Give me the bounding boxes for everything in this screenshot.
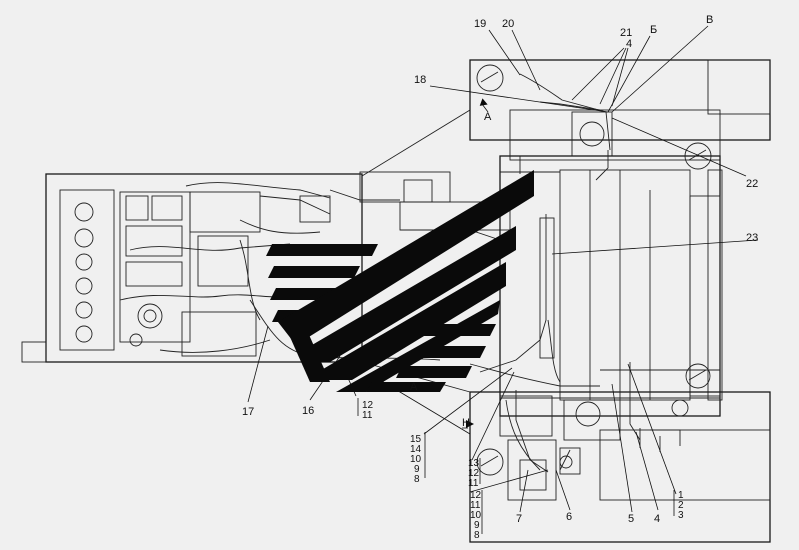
- label-19: 19: [474, 18, 486, 30]
- label-6: 6: [566, 511, 572, 523]
- label-2: 2: [678, 500, 684, 511]
- label-4-top: 4: [626, 38, 632, 50]
- label-7: 7: [516, 513, 522, 525]
- label-22: 22: [746, 178, 758, 190]
- label-18: 18: [414, 74, 426, 86]
- label-11-c: 11: [470, 500, 481, 511]
- label-12-b: 12: [468, 468, 480, 479]
- callouts-top: 19 20 21 4 Б В 18 А 22 23: [414, 14, 758, 244]
- label-10-b: 10: [470, 510, 482, 521]
- label-a-top: А: [484, 111, 492, 123]
- label-21: 21: [620, 27, 632, 39]
- label-13: 13: [468, 458, 480, 469]
- label-11-b: 11: [468, 478, 479, 489]
- label-b: Б: [650, 24, 657, 36]
- label-12-c: 12: [470, 490, 482, 501]
- label-12-a: 12: [362, 400, 374, 411]
- label-v: В: [706, 14, 713, 26]
- label-11-a: 11: [362, 410, 373, 421]
- label-8-b: 8: [474, 530, 480, 541]
- label-17: 17: [242, 406, 254, 418]
- label-n: Н: [462, 417, 470, 429]
- label-5: 5: [628, 513, 634, 525]
- label-16: 16: [302, 405, 314, 417]
- cab-and-body: [469, 59, 771, 543]
- watermark-logo: [266, 170, 534, 392]
- label-10-a: 10: [410, 454, 422, 465]
- label-20: 20: [502, 18, 514, 30]
- label-4-bottom: 4: [654, 513, 660, 525]
- label-a-bottom: А: [410, 381, 418, 393]
- label-1: 1: [678, 490, 684, 501]
- callouts-bottom: 17 16 12 11 15 14 10 9 8 Н 13 12 11 12 1…: [242, 381, 684, 541]
- label-9-b: 9: [474, 520, 480, 531]
- label-8-a: 8: [414, 474, 420, 485]
- label-3: 3: [678, 510, 684, 521]
- label-15: 15: [410, 434, 422, 445]
- label-9-a: 9: [414, 464, 420, 475]
- label-14: 14: [410, 444, 422, 455]
- label-23: 23: [746, 232, 758, 244]
